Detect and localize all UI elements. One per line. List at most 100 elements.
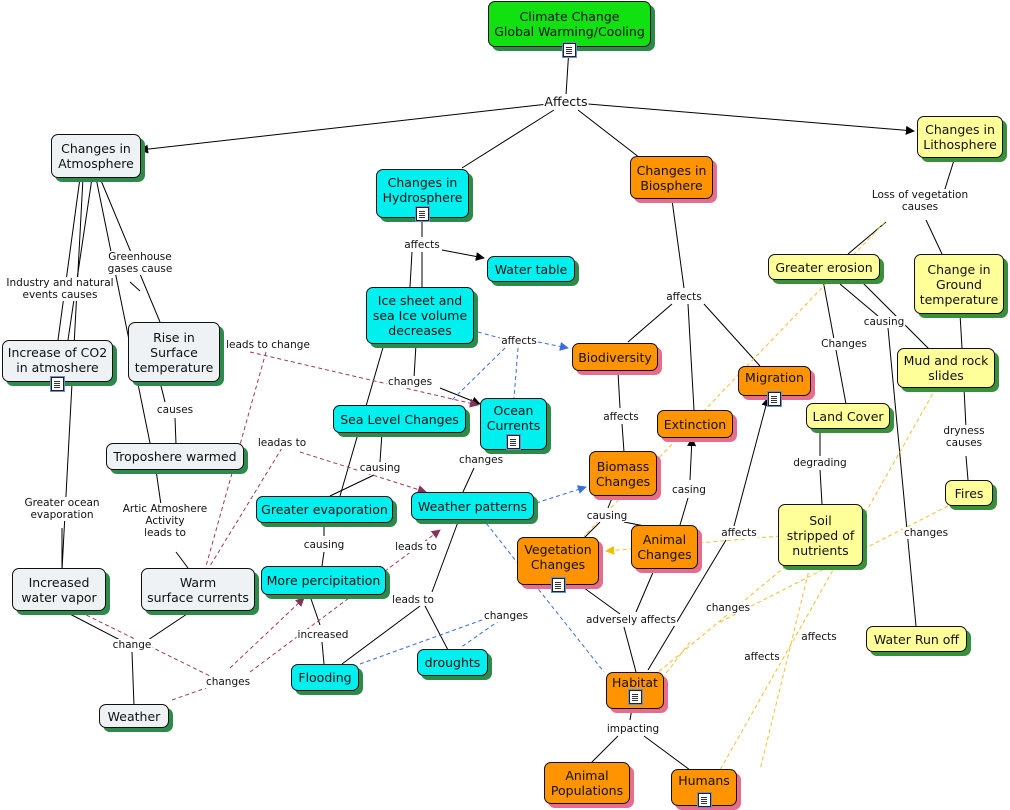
edge-label-leads-to-wp: leads to	[395, 541, 437, 553]
node-more-percipitation[interactable]: More percipitation	[261, 566, 386, 595]
node-troposhere-warmed-label: Troposhere warmed	[113, 449, 237, 464]
node-ocean-currents[interactable]: Ocean Currents	[480, 398, 547, 450]
document-icon[interactable]	[563, 43, 576, 57]
edge-label-background	[204, 676, 252, 688]
node-rise-surface-temperature-label: Rise in Surface temperature	[134, 329, 214, 375]
edge-label-background	[902, 527, 950, 539]
node-changes-biosphere-label: Changes in Biosphere	[636, 162, 707, 193]
node-climate-change[interactable]: Climate Change Global Warming/Cooling	[488, 1, 651, 47]
edge-label-changes-ocean: changes	[459, 454, 503, 466]
edge-label-background	[23, 497, 101, 521]
edge-label-causes-rise: causes	[157, 404, 193, 416]
node-ground-temperature-label: Change in Ground temperature	[919, 261, 999, 307]
edge-label-background	[720, 527, 758, 539]
edge-label-background	[482, 610, 530, 622]
node-habitat[interactable]: Habitat	[606, 672, 664, 709]
node-ground-temperature[interactable]: Change in Ground temperature	[914, 254, 1004, 314]
edge-label-affects-ice: affects	[501, 335, 537, 347]
edge-label-background	[792, 457, 848, 469]
node-mud-rock-slides-label: Mud and rock slides	[903, 353, 989, 383]
edge-label-background	[386, 376, 434, 388]
node-biomass-changes-label: Biomass Changes	[595, 458, 651, 489]
node-greater-evaporation[interactable]: Greater evaporation	[256, 496, 393, 523]
edge-label-affects-habitat-migration: affects	[721, 527, 757, 539]
node-changes-lithosphere-label: Changes in Lithosphere	[923, 122, 997, 152]
edge-label-impacting: impacting	[607, 723, 659, 735]
node-changes-lithosphere[interactable]: Changes in Lithosphere	[917, 116, 1003, 158]
node-increased-water-vapor-label: Increased water vapor	[21, 574, 97, 605]
node-changes-atmosphere-label: Changes in Atmosphere	[58, 141, 134, 171]
node-droughts[interactable]: droughts	[417, 649, 488, 676]
node-extinction[interactable]: Extinction	[657, 410, 733, 438]
edge-label-changes-weather: changes	[206, 676, 250, 688]
edge-label-background	[870, 189, 970, 213]
node-water-run-off-label: Water Run off	[873, 631, 960, 647]
node-migration-label: Migration	[745, 370, 804, 385]
node-greater-erosion[interactable]: Greater erosion	[768, 254, 880, 280]
node-vegetation-changes[interactable]: Vegetation Changes	[517, 537, 599, 585]
document-icon[interactable]	[698, 793, 711, 807]
edge-label-increased: increased	[298, 629, 349, 641]
node-water-run-off[interactable]: Water Run off	[866, 626, 967, 652]
edge-label-background	[296, 629, 350, 641]
node-water-table[interactable]: Water table	[487, 256, 575, 282]
document-icon[interactable]	[628, 690, 642, 704]
node-land-cover[interactable]: Land Cover	[806, 403, 890, 429]
edge-label-affects-main: Affects	[544, 94, 587, 109]
node-warm-surface-currents[interactable]: Warm surface currents	[141, 568, 255, 611]
node-ocean-currents-label: Ocean Currents	[486, 403, 541, 433]
edge-label-background	[602, 411, 640, 423]
edge-label-changes-wp: changes	[484, 610, 528, 622]
node-weather[interactable]: Weather	[99, 704, 169, 728]
edge-label-casing: casing	[672, 484, 706, 496]
node-biomass-changes[interactable]: Biomass Changes	[589, 451, 657, 496]
node-increased-water-vapor[interactable]: Increased water vapor	[12, 568, 106, 611]
edge-label-changes-ice: changes	[388, 376, 432, 388]
edge-label-background	[403, 239, 441, 251]
document-icon[interactable]	[416, 207, 429, 221]
edge-label-causing-biomass: causing	[587, 510, 628, 522]
document-icon[interactable]	[552, 578, 565, 592]
node-fires[interactable]: Fires	[945, 480, 993, 506]
node-water-table-label: Water table	[494, 261, 568, 277]
edge-label-background	[800, 631, 838, 643]
node-animal-changes-label: Animal Changes	[637, 532, 692, 562]
edge-label-affects-soil-humans: affects	[801, 631, 837, 643]
node-soil-stripped[interactable]: Soil stripped of nutrients	[778, 504, 863, 566]
node-soil-stripped-label: Soil stripped of nutrients	[786, 512, 855, 558]
edge-label-background	[225, 339, 311, 351]
edge-label-background	[391, 594, 435, 606]
node-climate-change-label: Climate Change Global Warming/Cooling	[494, 9, 645, 39]
edge-label-affects-biodiversity: affects	[603, 411, 639, 423]
node-increase-co2-label: Increase of CO2 in atmoshere	[7, 345, 108, 375]
node-changes-hydrosphere-label: Changes in Hydrosphere	[382, 175, 463, 205]
node-flooding[interactable]: Flooding	[291, 664, 359, 691]
node-rise-surface-temperature[interactable]: Rise in Surface temperature	[128, 322, 220, 382]
node-changes-biosphere[interactable]: Changes in Biosphere	[630, 156, 713, 199]
node-greater-erosion-label: Greater erosion	[775, 259, 873, 275]
edge-label-background	[155, 404, 195, 416]
edge-label-background	[394, 541, 438, 553]
edge-label-background	[585, 510, 629, 522]
node-sea-level-changes[interactable]: Sea Level Changes	[333, 405, 466, 433]
node-habitat-label: Habitat	[612, 675, 658, 690]
document-icon[interactable]	[51, 377, 64, 391]
node-changes-atmosphere[interactable]: Changes in Atmosphere	[51, 134, 141, 178]
node-increase-co2[interactable]: Increase of CO2 in atmoshere	[2, 340, 113, 391]
node-weather-patterns[interactable]: Weather patterns	[411, 492, 534, 520]
node-animal-changes[interactable]: Animal Changes	[631, 525, 698, 569]
node-troposhere-warmed[interactable]: Troposhere warmed	[106, 443, 244, 470]
node-biodiversity[interactable]: Biodiversity	[572, 343, 658, 371]
node-mud-rock-slides[interactable]: Mud and rock slides	[897, 348, 995, 388]
node-ice-sheet[interactable]: Ice sheet and sea Ice volume decreases	[366, 287, 474, 344]
node-animal-populations[interactable]: Animal Populations	[544, 762, 630, 804]
edge-label-background	[543, 94, 589, 109]
document-icon[interactable]	[768, 392, 781, 406]
node-greater-evaporation-label: Greater evaporation	[261, 502, 388, 517]
node-fires-label: Fires	[954, 485, 984, 501]
edge-label-changes-soil: changes	[706, 602, 750, 614]
node-changes-hydrosphere[interactable]: Changes in Hydrosphere	[376, 169, 469, 221]
edge-label-background	[5, 277, 115, 301]
document-icon[interactable]	[507, 435, 520, 449]
